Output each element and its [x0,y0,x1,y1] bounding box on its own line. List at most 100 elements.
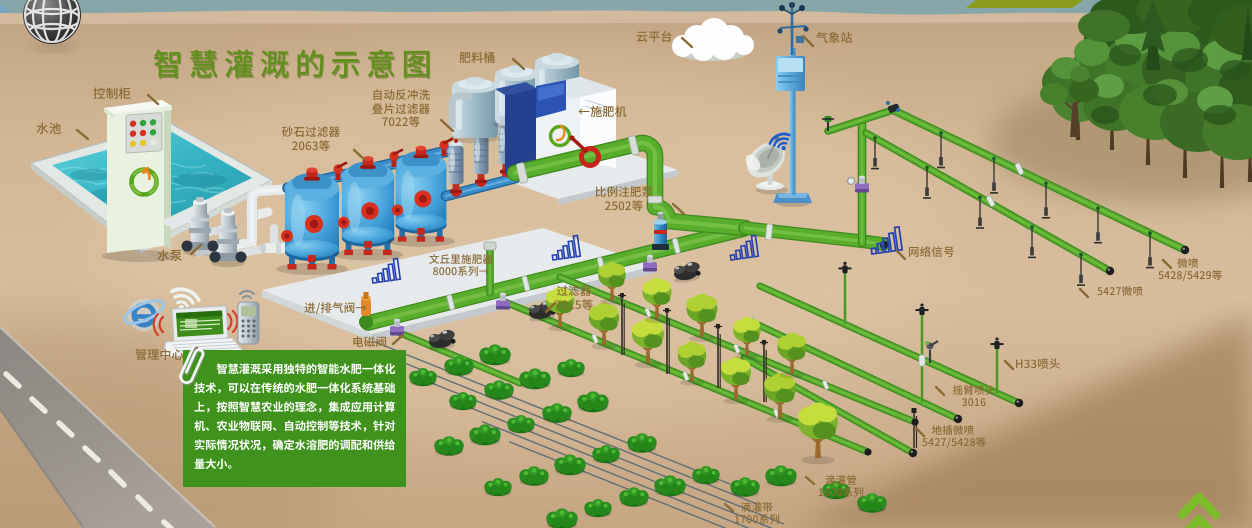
hanging-micro-sprinkler [1094,206,1102,244]
cabbage [484,380,514,400]
network-signal-icon [551,234,582,261]
forest-canopy-shade [1204,105,1236,125]
dark-corner [790,315,1252,528]
description-text: 智慧灌溉采用独特的智能水肥一体化技术，可以在传统的水肥一体化系统基础上，按照智慧… [194,361,396,473]
forest-canopy-shade [1143,84,1177,106]
forest-canopy-shade [1091,106,1119,124]
barrel-pipe [448,92,472,128]
leader-impact-sprinkler [934,385,946,397]
label-impact-sprinkler: 摇臂喷头 3016 [952,383,996,411]
cabbage [577,391,609,413]
sand-filter-tank [333,156,403,261]
label-weather-station: 气象站 [816,29,853,46]
cabbage [857,493,887,513]
label-filter-7015: 过滤器 7015等 [554,283,594,313]
road-dash [3,371,22,389]
cabbage [519,368,551,390]
road-dash [108,469,127,488]
hanging-micro-sprinkler [923,165,931,199]
label-fertilizer-barrel: 肥料桶 [459,49,496,66]
hanging-micro-sprinkler [1028,225,1036,259]
leader-control-cabinet [146,93,160,106]
pipe-coupler [733,343,741,354]
stub-valve [483,241,497,251]
label-solenoid-valve: 电磁阀 [352,334,388,350]
signal-arcs-right [226,309,239,334]
cabbage [507,415,535,434]
ie-icon [123,298,165,332]
label-drip-pipe: 滴灌管 1600系列 [817,473,865,501]
field-tree [798,402,838,465]
label-auto-backflush-filter: 自动反冲洗 叠片过滤器 7022等 [371,87,431,131]
leader-micro-spray [1161,258,1173,270]
field-tree [598,261,626,305]
field-tree [642,277,672,324]
hanging-micro-sprinkler [990,156,998,194]
solenoid-valve-unit [496,292,510,310]
label-micro-spray-5427: 5427微喷 [1097,284,1144,299]
forest-canopy-shade [1172,48,1208,72]
proportional-pump-unit [652,211,669,250]
pipe-coupler [1014,162,1024,175]
field-tree [686,293,718,342]
network-signal-icon [870,225,904,256]
forest-canopy [1212,4,1252,56]
manifold-ball-valve [439,137,454,156]
lateral-g1 [756,282,1023,407]
cabbage [484,478,512,497]
forest-canopy-shade [1220,60,1250,80]
butterfly-valve [569,135,601,168]
cloud [672,18,754,61]
forest [1040,0,1252,188]
road-dash [29,396,48,414]
leader-h33-sprinkler [1003,359,1015,371]
leader-drip-pipe [804,475,816,486]
cabbage [627,433,657,453]
leader-solenoid-valve [391,333,405,346]
cabinet-logo [129,166,159,197]
tree-rows [545,261,807,423]
pipe-coupler [446,294,456,311]
horizon-haze [0,10,1252,24]
paperclip-icon [179,345,206,386]
network-signal-icon [729,234,760,261]
management-center-group [123,287,260,358]
end-sprinkler [822,116,834,131]
tall-stake-sprinkler [618,293,626,355]
label-leader-ticks [75,34,1173,513]
water-pump-unit [209,208,247,267]
forest-trunk [1182,142,1188,178]
leader-network-signal [895,249,907,261]
label-drip-tape: 滴灌带 1700系列 [733,500,781,528]
pipe-end-cap [1105,266,1115,276]
forest-canopy [1078,10,1130,42]
hanging-micro-sprinkler [1077,252,1085,286]
peak-stub [824,106,897,135]
trunk-collar [628,135,640,156]
wifi-icon [170,287,201,311]
hanging-micro-sprinkler [937,131,945,169]
tall-stake-sprinkler [663,308,671,374]
manifold-ball-valve [389,148,404,167]
trunk [506,134,754,237]
standing-sprinkler [990,337,1004,394]
page-title: 智慧灌溉的示意图 [153,40,437,84]
label-network-signal: 网络信号 [908,244,955,260]
network-signal-icon [371,257,402,284]
hanging-micro-sprinkler [1042,181,1050,219]
label-ground-micro-spray: 地插微喷 5427/5428等 [922,423,987,451]
forest-canopy-shade [1109,44,1141,66]
air-valve [359,292,373,329]
pipe-end-cap [908,448,918,458]
label-control-cabinet: 控制柜 [93,83,132,102]
pipe-coupler [644,307,652,318]
phone-icon [237,289,260,345]
fertilizer-barrel [450,77,500,143]
label-h33-sprinkler: H33喷头 [1015,356,1061,372]
field-tree [764,373,796,423]
cabbage [449,392,477,411]
forest-canopy [1074,38,1110,66]
forest-trunk [1219,152,1225,188]
pipe-coupler [918,354,926,367]
pipe-coupler [822,380,829,390]
